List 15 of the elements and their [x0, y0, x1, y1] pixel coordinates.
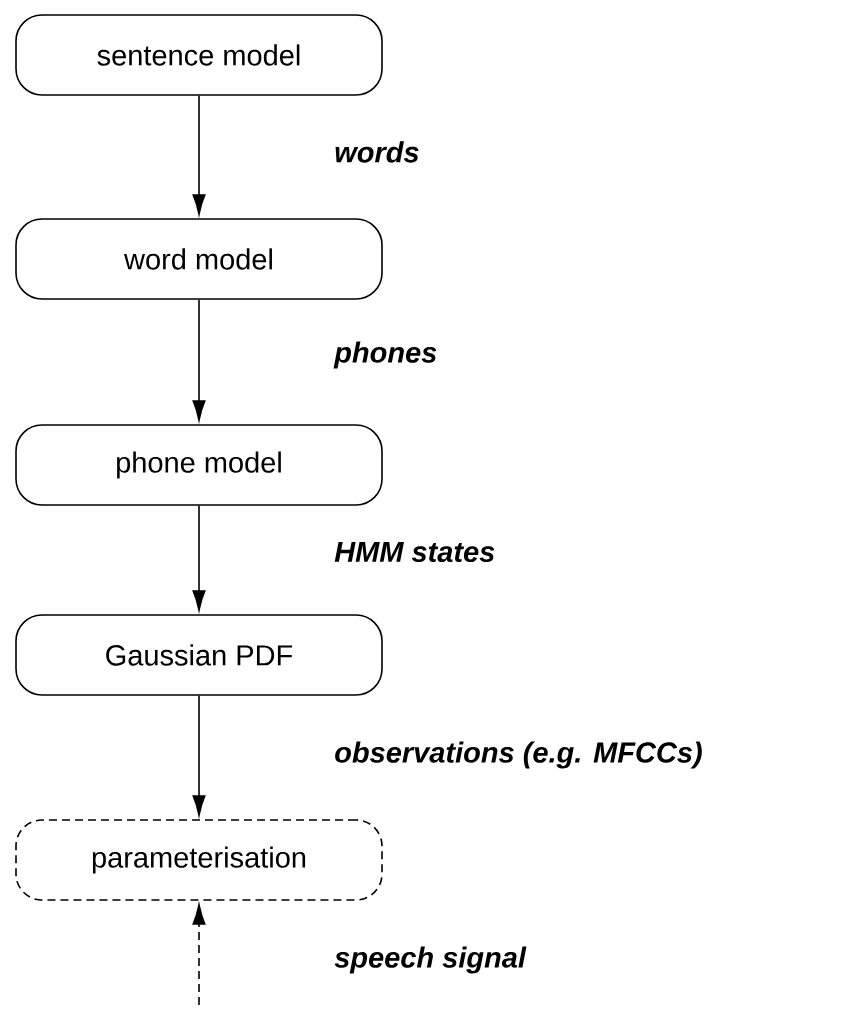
process-box: Gaussian PDF	[15, 614, 383, 696]
process-box: parameterisation	[15, 819, 383, 901]
arrow	[192, 95, 206, 215]
edge-label: phones	[333, 341, 437, 369]
process-box: sentence model	[15, 14, 383, 96]
edge-label: HMM states	[334, 541, 495, 563]
process-box: phone model	[15, 424, 383, 506]
arrow	[192, 695, 206, 816]
edge-label: observations (e.g. MFCCs)	[335, 741, 702, 769]
edge-label: speech signal	[334, 946, 527, 974]
arrow	[192, 299, 206, 421]
arrow	[192, 505, 206, 611]
arrow	[192, 904, 206, 1006]
process-box: word model	[15, 218, 383, 300]
edge-label: words	[335, 141, 419, 163]
